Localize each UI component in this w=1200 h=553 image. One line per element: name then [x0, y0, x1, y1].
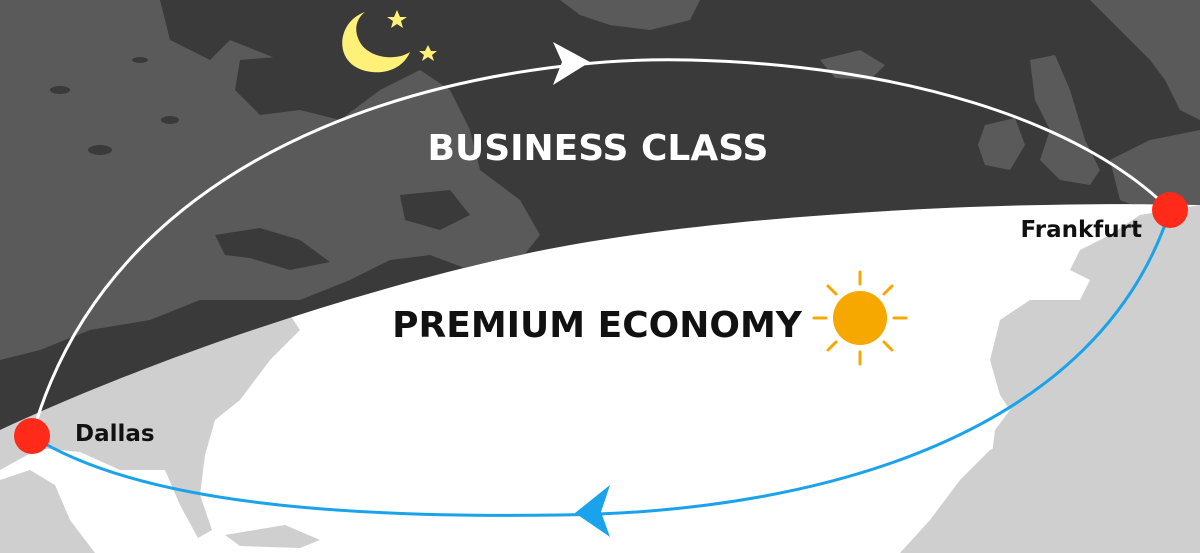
sun-ray-nw	[826, 284, 838, 296]
lake-detail-1	[88, 145, 112, 155]
great-britain-island	[1030, 55, 1100, 185]
scandinavia-landmass	[1090, 0, 1200, 120]
europe-landmass-night	[1110, 130, 1200, 212]
lake-detail-2	[161, 116, 179, 124]
gulf-of-st-lawrence	[400, 190, 470, 230]
sun-ray-ne	[882, 284, 894, 296]
moon-crescent	[342, 12, 410, 73]
hudson-bay	[235, 55, 320, 115]
italy-peninsula	[1145, 270, 1195, 350]
mexico-landmass	[0, 470, 95, 553]
premium-economy-label: PREMIUM ECONOMY	[392, 305, 803, 346]
dallas-marker[interactable]	[14, 418, 50, 454]
ireland-island	[978, 118, 1025, 170]
frankfurt-label: Frankfurt	[1021, 217, 1143, 243]
great-lakes	[215, 228, 330, 270]
dallas-label: Dallas	[75, 421, 155, 447]
cuba-island	[225, 525, 320, 548]
africa-landmass	[900, 430, 1200, 553]
sun-ray-sw	[826, 340, 838, 352]
outbound-direction-arrow	[553, 42, 590, 85]
frankfurt-marker[interactable]	[1152, 192, 1188, 228]
star-small	[419, 45, 437, 61]
sun-disc	[833, 291, 887, 345]
sun-ray-se	[882, 340, 894, 352]
north-america-landmass-night	[0, 0, 540, 360]
greenland-landmass	[560, 0, 700, 30]
sun-icon	[812, 270, 908, 366]
return-route	[31, 209, 1172, 537]
star-large	[387, 10, 407, 28]
return-direction-arrow	[575, 485, 610, 537]
business-class-label: BUSINESS CLASS	[428, 128, 769, 169]
lake-detail-3	[50, 86, 70, 94]
outbound-route-line	[30, 58, 1172, 437]
moon-with-stars-icon	[342, 10, 437, 73]
outbound-route	[30, 42, 1172, 437]
lake-detail-4	[132, 57, 148, 63]
